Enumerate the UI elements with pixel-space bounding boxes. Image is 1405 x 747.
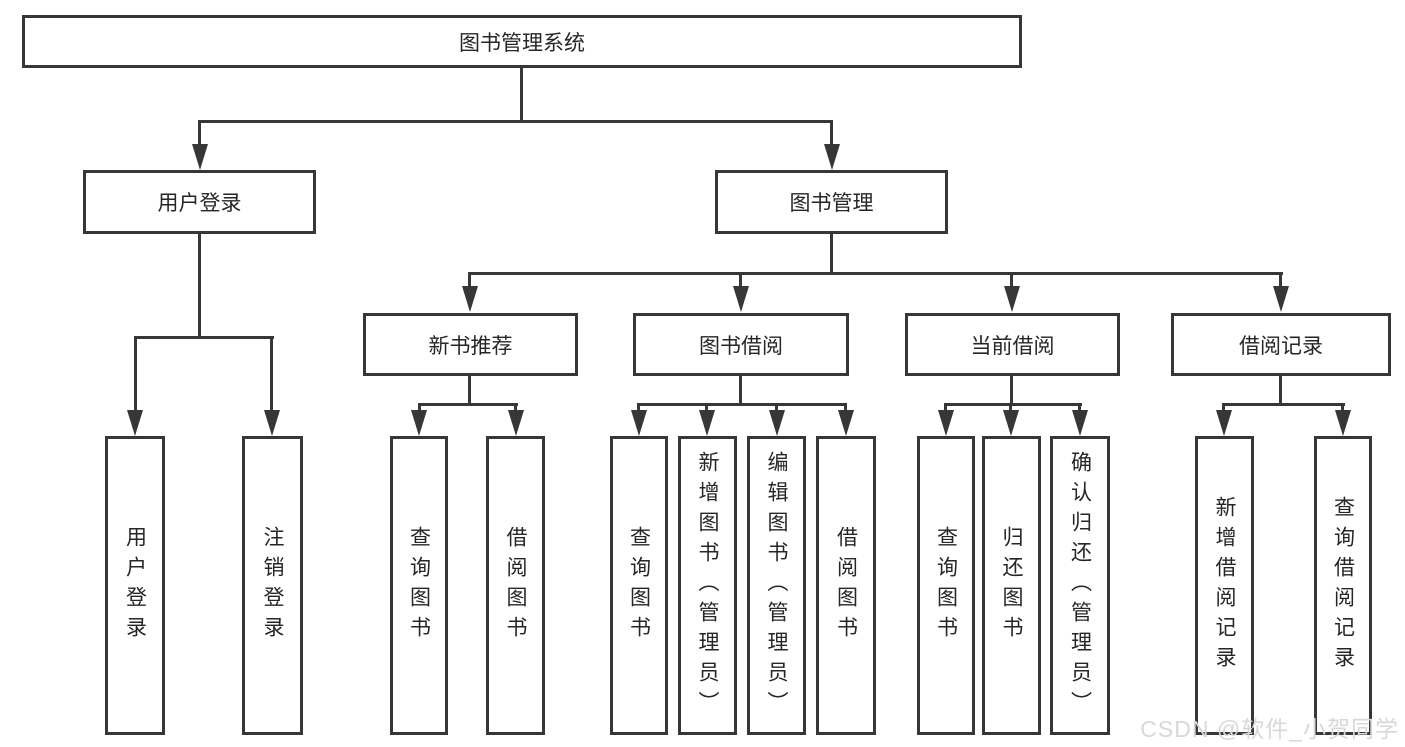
connector-book-mgmt-horizontal	[469, 272, 1283, 275]
connector-borrow-horizontal	[638, 403, 847, 406]
connector-drop-leaf-logout	[270, 336, 273, 414]
leaf-borrow-books-1: 借阅图书	[486, 436, 545, 735]
connector-drop	[705, 403, 708, 414]
leaf-query-books-3: 查询图书	[917, 436, 975, 735]
leaf-query-borrow-record: 查询借阅记录	[1314, 436, 1372, 735]
leaf-add-books-admin: 新增图书（管理员）	[678, 436, 737, 735]
arrow-down-icon	[192, 144, 208, 170]
arrow-down-icon	[1216, 410, 1232, 436]
arrow-down-icon	[1273, 286, 1289, 312]
connector-user-login-stem	[198, 234, 201, 339]
leaf-confirm-return-admin: 确认归还（管理员）	[1050, 436, 1110, 735]
connector-drop-borrow	[739, 272, 742, 292]
leaf-edit-books-admin: 编辑图书（管理员）	[747, 436, 806, 735]
leaf-query-books-1: 查询图书	[390, 436, 448, 735]
connector-new-books-horizontal	[418, 403, 518, 406]
connector-drop-leaf-login	[134, 336, 137, 414]
node-current: 当前借阅	[905, 313, 1120, 376]
arrow-down-icon	[838, 410, 854, 436]
arrow-down-icon	[1072, 410, 1088, 436]
node-new-books: 新书推荐	[363, 313, 578, 376]
connector-drop	[514, 403, 517, 414]
arrow-down-icon	[1003, 410, 1019, 436]
connector-drop	[1078, 403, 1081, 414]
arrow-down-icon	[127, 410, 143, 436]
connector-drop-records	[1279, 272, 1282, 292]
csdn-watermark: CSDN @软件_小贺同学	[1140, 716, 1399, 742]
connector-drop	[844, 403, 847, 414]
arrow-down-icon	[1335, 410, 1351, 436]
connector-current-stem	[1010, 376, 1013, 406]
connector-drop	[1222, 403, 1225, 414]
connector-drop	[944, 403, 947, 414]
connector-drop-book-mgmt	[830, 120, 833, 148]
connector-drop	[637, 403, 640, 414]
connector-drop	[418, 403, 421, 414]
arrow-down-icon	[631, 410, 647, 436]
leaf-user-login: 用户登录	[105, 436, 165, 735]
connector-root-horizontal	[198, 120, 833, 123]
connector-root-stem	[520, 68, 523, 123]
arrow-down-icon	[462, 286, 478, 312]
connector-drop	[1341, 403, 1344, 414]
connector-drop-user-login	[198, 120, 201, 148]
arrow-down-icon	[411, 410, 427, 436]
arrow-down-icon	[938, 410, 954, 436]
arrow-down-icon	[699, 410, 715, 436]
node-user-login: 用户登录	[83, 170, 316, 234]
connector-new-books-stem	[468, 376, 471, 406]
connector-records-stem	[1279, 376, 1282, 406]
arrow-down-icon	[824, 144, 840, 170]
leaf-add-borrow-record: 新增借阅记录	[1195, 436, 1254, 735]
connector-current-horizontal	[945, 403, 1082, 406]
leaf-query-books-2: 查询图书	[610, 436, 668, 735]
leaf-return-books: 归还图书	[982, 436, 1041, 735]
node-records: 借阅记录	[1171, 313, 1391, 376]
node-book-mgmt: 图书管理	[715, 170, 948, 234]
node-borrow: 图书借阅	[633, 313, 849, 376]
arrow-down-icon	[769, 410, 785, 436]
leaf-logout: 注销登录	[242, 436, 303, 735]
node-root: 图书管理系统	[22, 15, 1022, 68]
connector-book-mgmt-stem	[830, 234, 833, 275]
connector-drop	[1009, 403, 1012, 414]
leaf-borrow-books-2: 借阅图书	[816, 436, 876, 735]
arrow-down-icon	[508, 410, 524, 436]
arrow-down-icon	[264, 410, 280, 436]
connector-drop-current	[1010, 272, 1013, 292]
arrow-down-icon	[1004, 286, 1020, 312]
arrow-down-icon	[733, 286, 749, 312]
connector-records-horizontal	[1223, 403, 1345, 406]
connector-borrow-stem	[739, 376, 742, 406]
connector-drop-new-books	[468, 272, 471, 292]
connector-drop	[775, 403, 778, 414]
connector-user-login-horizontal	[134, 336, 274, 339]
